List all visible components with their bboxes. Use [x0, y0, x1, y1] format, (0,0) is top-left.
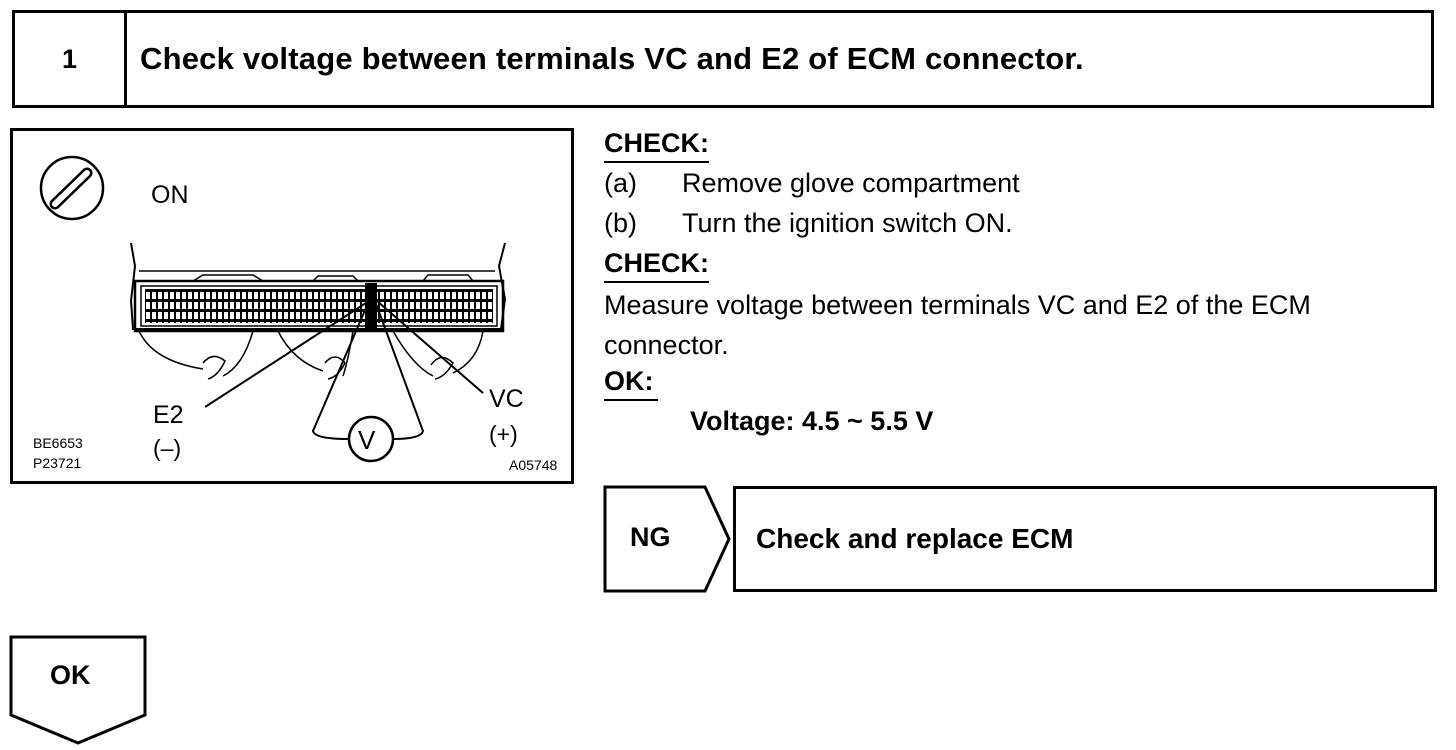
vc-terminal-label: VC [489, 385, 524, 413]
wire-harness [138, 330, 484, 380]
prep-item-text: Remove glove compartment [682, 168, 1020, 198]
voltage-spec: Voltage: 4.5 ~ 5.5 V [690, 406, 934, 436]
probe-leads [204, 300, 484, 440]
voltmeter-icon [347, 415, 395, 463]
prep-item: (a) Remove glove compartment [604, 163, 1020, 203]
check-heading: CHECK: [604, 248, 709, 283]
prep-item-tag: (a) [604, 168, 637, 198]
ok-label: OK [50, 660, 91, 690]
ignition-key-icon [39, 155, 105, 221]
ng-result-box: Check and replace ECM [733, 486, 1437, 592]
connector-body [129, 242, 507, 333]
ok-spec-heading: OK: [604, 366, 658, 401]
prep-item-tag: (b) [604, 208, 637, 238]
connector-illustration: ON E2 (–) VC (+) V BE6653 P23721 A05748 [10, 128, 574, 484]
vc-polarity-label: (+) [489, 421, 518, 447]
ng-label: NG [630, 522, 671, 552]
prep-heading: CHECK: [604, 128, 709, 163]
voltmeter-symbol: V [358, 425, 376, 455]
step-title: Check voltage between terminals VC and E… [140, 41, 1084, 76]
step-header: 1 Check voltage between terminals VC and… [12, 10, 1434, 108]
e2-polarity-label: (–) [153, 435, 182, 461]
step-number: 1 [15, 13, 127, 105]
ok-spec-section: OK: [604, 366, 658, 401]
ng-arrow-icon [603, 485, 731, 593]
prep-section: CHECK: (a) Remove glove compartment (b) Tu… [604, 128, 1020, 243]
ng-result-text: Check and replace ECM [756, 523, 1074, 554]
ok-arrow-icon [9, 635, 147, 745]
figure-code: A05748 [509, 457, 558, 473]
check-instruction: Measure voltage between terminals VC and… [604, 290, 1311, 320]
ecm-connector-drawing [39, 155, 507, 463]
figure-code: BE6653 [33, 435, 83, 451]
ignition-on-label: ON [151, 181, 189, 209]
e2-terminal-label: E2 [153, 401, 184, 429]
check-section: CHECK: Measure voltage between terminals… [604, 248, 1438, 365]
check-instruction-cont: connector. [604, 330, 729, 360]
figure-code: P23721 [33, 455, 82, 471]
prep-item-text: Turn the ignition switch ON. [682, 208, 1013, 238]
prep-item: (b) Turn the ignition switch ON. [604, 203, 1020, 243]
